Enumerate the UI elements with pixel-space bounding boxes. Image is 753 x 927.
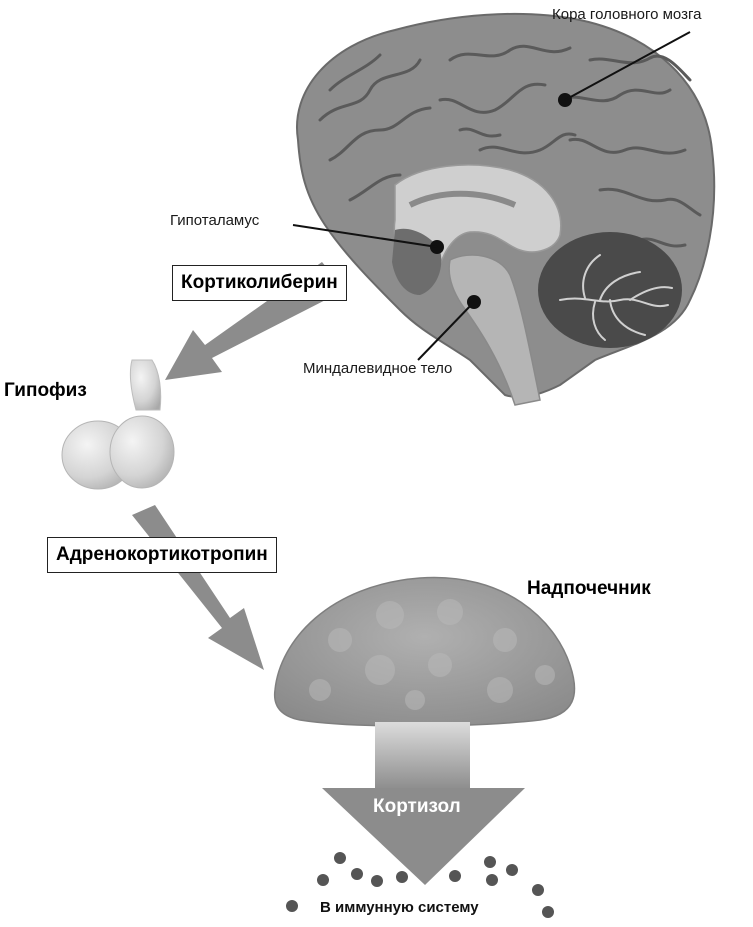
cortex-leader-line xyxy=(564,31,691,101)
immune-system-label: В иммунную систему xyxy=(320,899,479,916)
brainstem xyxy=(448,254,541,406)
cortisol-label: Кортизол xyxy=(373,796,461,817)
cerebellum xyxy=(538,232,682,348)
crh-label-box: Кортиколиберин xyxy=(172,265,347,301)
pituitary-label: Гипофиз xyxy=(4,380,87,401)
brain xyxy=(292,12,716,406)
cortisol-dots xyxy=(286,852,554,918)
adrenal-label: Надпочечник xyxy=(527,578,651,599)
amygdala-leader-line xyxy=(417,301,475,361)
cortex-label: Кора головного мозга xyxy=(552,6,702,23)
callosum-band xyxy=(408,190,517,208)
cortex-folds xyxy=(318,44,702,248)
adrenal-texture xyxy=(309,599,555,710)
hypothalamus-label: Гипоталамус xyxy=(170,212,260,229)
amygdala-label: Миндалевидное тело xyxy=(303,360,453,377)
arrow-pituitary-to-adrenal xyxy=(132,505,264,670)
hypothalamus-leader-line xyxy=(292,224,438,248)
acth-label-box: Адренокортикотропин xyxy=(47,537,277,573)
pituitary-gland xyxy=(61,359,175,490)
cortisol-arrow xyxy=(322,722,525,885)
